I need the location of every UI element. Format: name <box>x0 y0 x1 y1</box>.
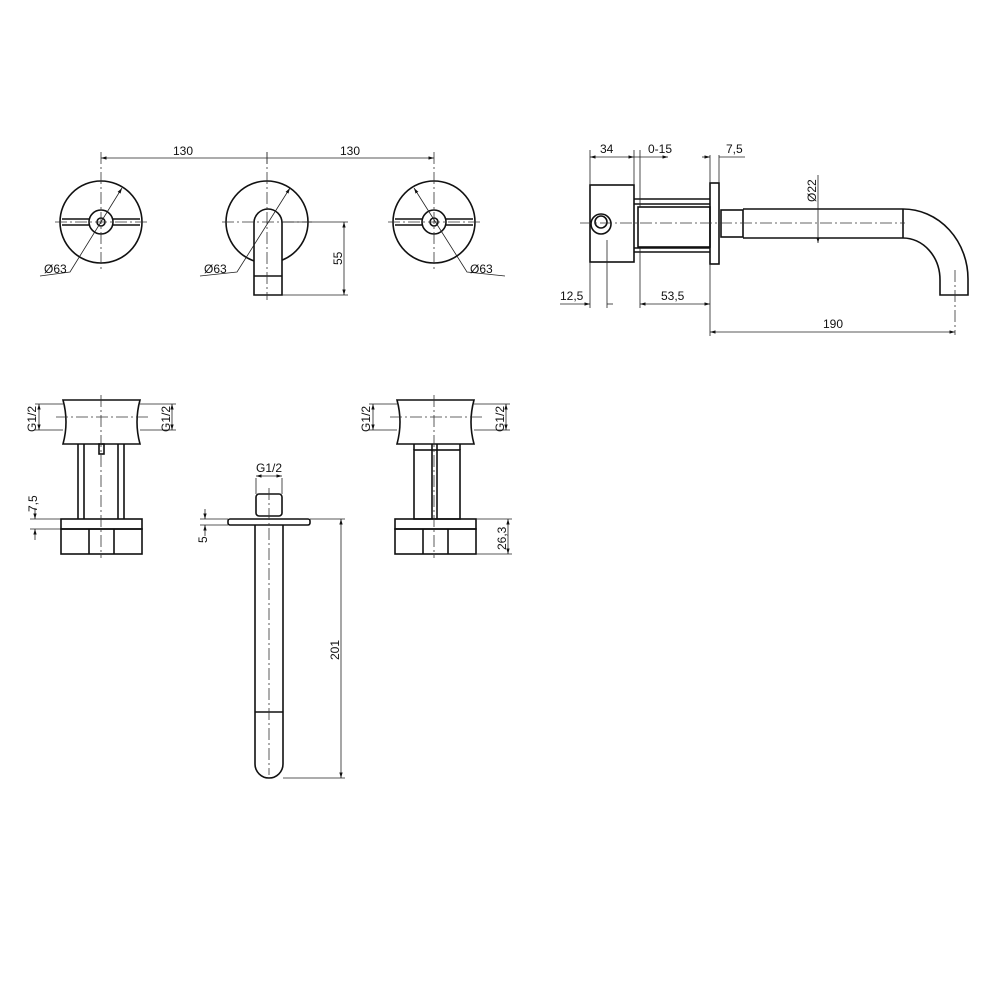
dim-dia-center: Ø63 <box>204 262 227 276</box>
spout-body-view: G1/2 5 201 <box>196 461 345 779</box>
valve-left-view: G1/2 G1/2 7,5 <box>25 395 176 558</box>
dim-spout-length: 201 <box>328 640 342 660</box>
dim-axis-offset: 12,5 <box>560 289 584 303</box>
dim-adjust-range: 0-15 <box>648 142 672 156</box>
spout-front: Ø63 55 <box>199 152 348 300</box>
dim-wall-depth: 53,5 <box>661 289 685 303</box>
dim-spout-height: 55 <box>331 251 345 265</box>
dim-pipe-dia: Ø22 <box>805 179 819 202</box>
dim-thread-right: G1/2 <box>159 406 173 432</box>
dim-dia-right: Ø63 <box>470 262 493 276</box>
side-view: 34 0-15 7,5 Ø22 12,5 53,5 190 <box>560 142 969 336</box>
dim-body-depth: 34 <box>600 142 614 156</box>
dim-spout-thread: G1/2 <box>256 461 282 475</box>
valve-right-view: G1/2 G1/2 26,3 <box>359 395 512 558</box>
dim-thread-left: G1/2 <box>25 406 39 432</box>
dim-projection: 190 <box>823 317 843 331</box>
handle-left: Ø63 <box>39 152 148 277</box>
dim-valve-height: 26,3 <box>495 526 509 550</box>
dim-flange: 7,5 <box>726 142 743 156</box>
dim-spacing-left: 130 <box>173 144 193 158</box>
dim-thread-right-right-valve: G1/2 <box>493 406 507 432</box>
dim-spacing-right: 130 <box>340 144 360 158</box>
handle-right: Ø63 <box>388 152 506 277</box>
dim-thread-left-right-valve: G1/2 <box>359 406 373 432</box>
dim-plate-left: 7,5 <box>26 495 40 512</box>
front-view: 130 130 Ø63 Ø63 55 Ø63 <box>39 144 506 300</box>
dim-spout-plate: 5 <box>196 536 210 543</box>
dim-dia-left: Ø63 <box>44 262 67 276</box>
